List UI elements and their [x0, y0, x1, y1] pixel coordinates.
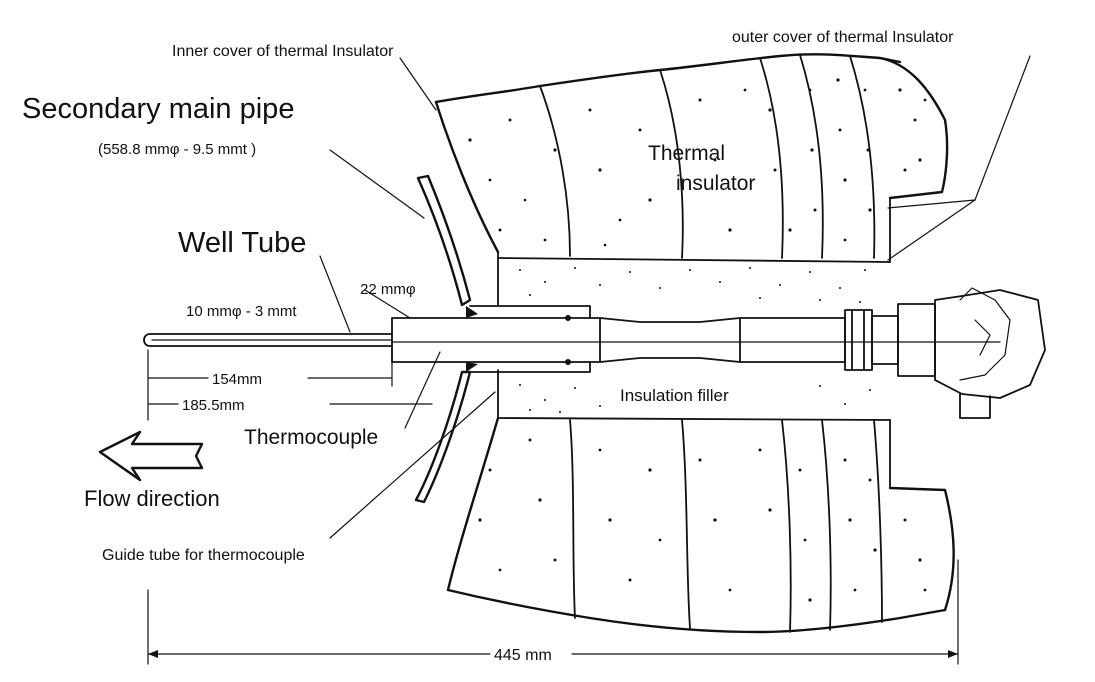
leader-well-tube — [319, 255, 351, 333]
insulation-filler-region — [497, 251, 891, 421]
label-well-tube: Well Tube — [178, 227, 306, 259]
upper-stipple — [468, 78, 927, 247]
label-thermocouple: Thermocouple — [244, 426, 378, 449]
hex-fitting — [871, 315, 899, 365]
lower-layer-arc-2 — [681, 419, 691, 629]
dimension-lines — [147, 349, 959, 665]
leader-thermocouple — [404, 351, 441, 429]
upper-block-left-edge — [434, 100, 500, 254]
leader-lines — [319, 55, 1031, 539]
leader-pipe — [329, 149, 425, 219]
filler-bottom-edge-lower — [497, 417, 891, 421]
lower-layer-arc-5 — [873, 419, 883, 623]
joint-dot-upper — [565, 315, 571, 321]
flow-direction-arrow — [98, 430, 204, 482]
inner-cover-lower — [446, 588, 947, 634]
upper-layer-arc-2 — [659, 69, 684, 259]
lower-block-left-edge — [446, 416, 500, 592]
label-flow-direction: Flow direction — [84, 486, 220, 511]
leader-22mm — [364, 289, 411, 319]
lower-layer-arc-3 — [781, 419, 792, 633]
terminal-head-detail — [959, 287, 1011, 381]
label-inner-cover: Inner cover of thermal Insulator — [172, 43, 394, 60]
label-pipe-dims: (558.8 mmφ - 9.5 mmt ) — [98, 141, 256, 158]
terminal-head-cap — [934, 289, 1046, 399]
leader-outer-cover-a — [887, 199, 976, 209]
well-tube-assembly — [143, 287, 1046, 419]
upper-layer-arc-4 — [799, 54, 824, 259]
weld-lower — [466, 362, 478, 372]
label-thermal-1: Thermal — [648, 142, 725, 165]
terminal-lower-box — [959, 393, 991, 419]
label-outer-cover: outer cover of thermal Insulator — [732, 29, 954, 46]
label-guide-tube: Guide tube for thermocouple — [102, 547, 305, 564]
upper-layer-arc-1 — [539, 85, 571, 257]
outer-cover-upper — [878, 56, 949, 200]
filler-dots — [519, 267, 871, 413]
pipe-wall-lower — [414, 370, 472, 504]
upper-layer-arc-3 — [759, 57, 784, 259]
extension-tube — [739, 317, 846, 363]
leader-guide-tube — [329, 391, 496, 539]
lower-insulation-block — [446, 416, 955, 634]
label-10mm: 10 mmφ - 3 mmt — [186, 303, 297, 320]
guide-sleeve-lower — [469, 361, 591, 373]
lower-layer-arc-4 — [821, 419, 832, 631]
large-tube-body — [391, 317, 601, 363]
label-insulation-filler: Insulation filler — [620, 386, 729, 405]
label-thermal-2: insulator — [676, 172, 755, 195]
label-185mm: 185.5mm — [182, 397, 245, 414]
guide-sleeve-upper — [469, 305, 591, 319]
terminal-head-body — [897, 303, 936, 377]
joint-dot-lower — [565, 359, 571, 365]
label-445mm: 445 mm — [494, 647, 552, 664]
lower-layer-arc-1 — [569, 419, 576, 619]
pipe-wall-upper — [416, 174, 472, 307]
lower-stipple — [478, 438, 927, 602]
label-154mm: 154mm — [212, 371, 262, 388]
secondary-main-pipe-wall — [414, 174, 472, 504]
weld-upper — [466, 306, 478, 318]
leader-outer-cover — [974, 55, 1031, 201]
well-tube-body — [143, 333, 393, 347]
compression-nut — [844, 309, 873, 371]
taper-section — [599, 317, 741, 363]
leader-outer-cover-b — [887, 199, 976, 261]
upper-layer-arc-5 — [849, 55, 876, 259]
filler-top-edge-upper — [497, 257, 891, 263]
label-22mm: 22 mmφ — [360, 281, 416, 298]
outer-cover-lower — [888, 486, 955, 612]
upper-insulation-block — [434, 53, 949, 263]
label-secondary-pipe: Secondary main pipe — [22, 93, 294, 125]
leader-inner-cover — [399, 57, 437, 111]
